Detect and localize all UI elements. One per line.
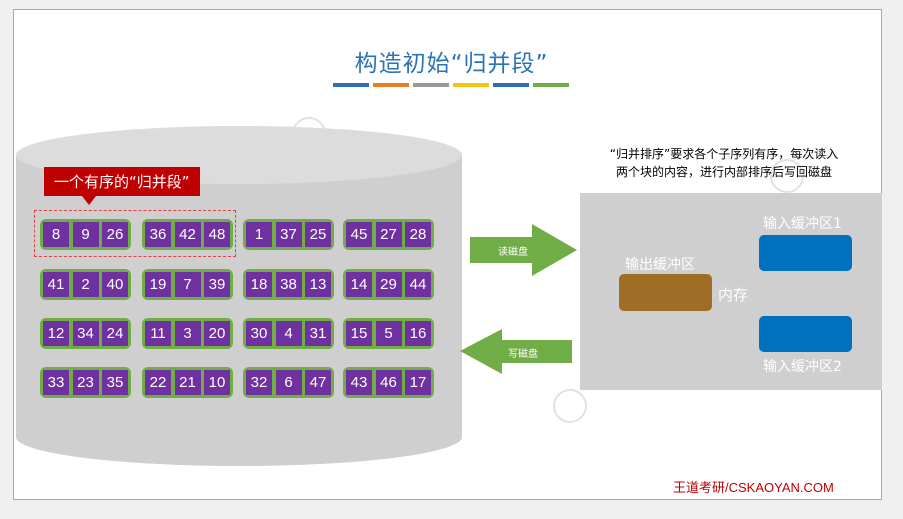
title-color-bar: [453, 83, 489, 87]
record-value: 33: [43, 370, 69, 395]
input-buffer-1-label: 输入缓冲区1: [763, 213, 842, 233]
record-value: 18: [246, 272, 272, 297]
record-value: 31: [305, 321, 331, 346]
output-buffer: [619, 274, 712, 311]
record-value: 46: [376, 370, 402, 395]
record-value: 10: [204, 370, 230, 395]
record-value: 37: [276, 222, 302, 247]
record-value: 4: [276, 321, 302, 346]
record-value: 47: [305, 370, 331, 395]
record-value: 34: [73, 321, 99, 346]
output-buffer-label: 输出缓冲区: [625, 254, 695, 274]
record-value: 27: [376, 222, 402, 247]
write-disk-label: 写磁盘: [508, 345, 538, 360]
title-color-bar: [413, 83, 449, 87]
input-buffer-2: [759, 316, 852, 352]
record-value: 43: [346, 370, 372, 395]
record-value: 36: [145, 222, 171, 247]
read-disk-label: 读磁盘: [498, 243, 528, 258]
record-value: 9: [73, 222, 99, 247]
slide-title: 构造初始“归并段”: [0, 44, 903, 78]
record-value: 14: [346, 272, 372, 297]
record-value: 41: [43, 272, 69, 297]
record-value: 32: [246, 370, 272, 395]
record-value: 20: [204, 321, 230, 346]
record-value: 11: [145, 321, 171, 346]
record-value: 35: [102, 370, 128, 395]
record-value: 5: [376, 321, 402, 346]
input-buffer-2-label: 输入缓冲区2: [763, 356, 842, 376]
record-value: 26: [102, 222, 128, 247]
record-value: 12: [43, 321, 69, 346]
record-value: 19: [145, 272, 171, 297]
record-value: 8: [43, 222, 69, 247]
note-line-2: 两个块的内容，进行内部排序后写回磁盘: [588, 163, 860, 181]
record-value: 42: [175, 222, 201, 247]
record-value: 1: [246, 222, 272, 247]
record-value: 45: [346, 222, 372, 247]
read-disk-arrow: 读磁盘: [470, 224, 580, 276]
record-value: 40: [102, 272, 128, 297]
title-color-bar: [333, 83, 369, 87]
watermark-logo-icon: [553, 389, 587, 423]
record-value: 3: [175, 321, 201, 346]
record-value: 21: [175, 370, 201, 395]
record-value: 23: [73, 370, 99, 395]
record-value: 16: [405, 321, 431, 346]
record-value: 48: [204, 222, 230, 247]
footer-brand: 王道考研/CSKAOYAN.COM: [673, 477, 834, 496]
title-color-bar: [493, 83, 529, 87]
record-value: 7: [175, 272, 201, 297]
record-value: 2: [73, 272, 99, 297]
explanation-note: “归并排序”要求各个子序列有序，每次读入 两个块的内容，进行内部排序后写回磁盘: [588, 145, 860, 181]
record-value: 28: [405, 222, 431, 247]
record-value: 39: [204, 272, 230, 297]
record-value: 13: [305, 272, 331, 297]
note-line-1: “归并排序”要求各个子序列有序，每次读入: [588, 145, 860, 163]
record-value: 30: [246, 321, 272, 346]
record-value: 6: [276, 370, 302, 395]
input-buffer-1: [759, 235, 852, 271]
record-value: 17: [405, 370, 431, 395]
title-color-bar: [373, 83, 409, 87]
record-value: 25: [305, 222, 331, 247]
record-value: 24: [102, 321, 128, 346]
run-label: 一个有序的“归并段”: [44, 167, 200, 196]
title-color-bar: [533, 83, 569, 87]
record-value: 29: [376, 272, 402, 297]
record-value: 38: [276, 272, 302, 297]
record-value: 15: [346, 321, 372, 346]
write-disk-arrow: 写磁盘: [460, 329, 572, 374]
record-value: 22: [145, 370, 171, 395]
memory-label: 内存: [718, 284, 748, 305]
record-value: 44: [405, 272, 431, 297]
